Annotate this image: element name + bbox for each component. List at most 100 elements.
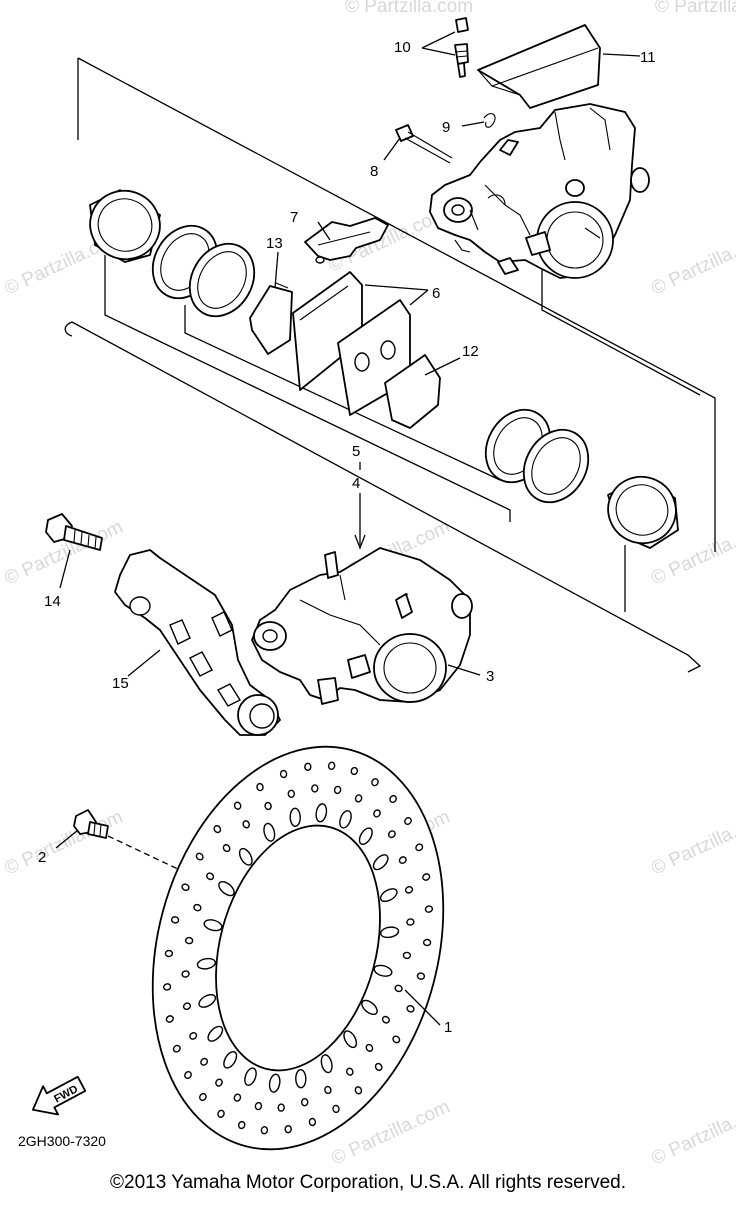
disc-hole bbox=[172, 1044, 181, 1053]
callout-11: 11 bbox=[640, 49, 656, 66]
disc-hole bbox=[332, 1104, 340, 1114]
callout-15: 15 bbox=[112, 675, 129, 692]
disc-hole bbox=[181, 970, 190, 978]
disc-hole bbox=[217, 1109, 225, 1118]
callout-5: 5 bbox=[352, 443, 360, 460]
disc-hole bbox=[343, 1030, 358, 1049]
disc-hole bbox=[350, 766, 359, 776]
disc-hole bbox=[422, 873, 431, 881]
disc-hole bbox=[254, 1101, 263, 1111]
disc-hole bbox=[268, 1073, 281, 1093]
disc-hole bbox=[193, 903, 202, 912]
caliper-bracket bbox=[114, 549, 281, 736]
disc-hole bbox=[333, 785, 342, 795]
callout-2: 2 bbox=[38, 849, 46, 866]
copyright-notice: ©2013 Yamaha Motor Corporation, U.S.A. A… bbox=[110, 1172, 626, 1193]
disc-hole bbox=[256, 782, 264, 792]
disc-hole bbox=[233, 801, 242, 810]
disc-hole bbox=[339, 809, 352, 829]
assembly-frame bbox=[64, 57, 716, 673]
leader-lines bbox=[55, 31, 641, 1026]
disc-hole bbox=[373, 809, 381, 818]
disc-hole bbox=[406, 1004, 415, 1013]
callout-9: 9 bbox=[442, 119, 450, 136]
disc-hole bbox=[381, 1015, 390, 1024]
disc-hole bbox=[182, 1002, 192, 1011]
disc-hole bbox=[279, 769, 288, 779]
pad-shim-right bbox=[384, 354, 441, 429]
disc-hole bbox=[295, 1069, 307, 1089]
watermark: © Partzilla.com bbox=[648, 226, 736, 299]
disc-hole bbox=[189, 1031, 198, 1040]
pad-cover bbox=[477, 24, 601, 109]
watermark: © Partzilla.com bbox=[648, 1096, 736, 1169]
disc-hole bbox=[289, 807, 301, 827]
disc-hole bbox=[233, 1093, 242, 1102]
watermark: © Partzilla.com bbox=[1, 806, 126, 879]
disc-hole bbox=[311, 784, 319, 793]
disc-hole bbox=[203, 919, 223, 932]
disc-hole bbox=[372, 854, 389, 871]
disc-hole bbox=[304, 762, 312, 771]
disc-hole bbox=[215, 1078, 223, 1087]
disc-hole bbox=[184, 936, 194, 945]
callout-3: 3 bbox=[486, 668, 494, 685]
bracket-bolt bbox=[45, 513, 103, 551]
callout-14: 14 bbox=[44, 593, 61, 610]
disc-hole bbox=[365, 1043, 374, 1052]
disc-hole bbox=[320, 1054, 333, 1074]
disc-hole bbox=[354, 794, 363, 803]
disc-hole bbox=[207, 1025, 224, 1042]
piston-left bbox=[89, 189, 161, 263]
disc-hole bbox=[402, 951, 412, 960]
disc-hole bbox=[263, 822, 276, 842]
disc-hole bbox=[181, 883, 190, 892]
disc-hole bbox=[170, 916, 180, 924]
disc-hole bbox=[264, 801, 272, 811]
callout-7: 7 bbox=[290, 209, 298, 226]
disc-hole bbox=[238, 847, 253, 866]
disc-hole bbox=[379, 888, 398, 903]
pad-pin bbox=[395, 124, 453, 164]
disc-hole bbox=[195, 852, 204, 861]
disc-hole bbox=[284, 1125, 292, 1134]
callout-13: 13 bbox=[266, 235, 283, 252]
disc-hole bbox=[260, 1126, 269, 1135]
disc-hole bbox=[346, 1067, 354, 1076]
watermark: © Partzilla.com bbox=[655, 0, 736, 17]
disc-hole bbox=[218, 880, 235, 897]
disc-hole bbox=[374, 1062, 383, 1071]
disc-hole bbox=[354, 1086, 363, 1095]
disc-hole bbox=[358, 827, 373, 846]
fwd-label: FWD bbox=[52, 1083, 80, 1105]
pad-shim-left bbox=[249, 282, 293, 355]
disc-hole bbox=[379, 926, 400, 939]
disc-hole bbox=[165, 1015, 174, 1023]
seal-right-b bbox=[522, 428, 590, 504]
watermark: © Partzilla.com bbox=[648, 806, 736, 879]
disc-hole bbox=[315, 803, 328, 823]
disc-bolt bbox=[73, 809, 109, 839]
disc-hole bbox=[392, 1035, 401, 1044]
brake-disc bbox=[151, 745, 445, 1151]
caliper-body-upper bbox=[429, 103, 650, 279]
disc-hole bbox=[237, 1120, 246, 1130]
disc-hole bbox=[200, 1057, 209, 1066]
callout-8: 8 bbox=[370, 163, 378, 180]
disc-hole bbox=[164, 949, 174, 958]
callouts: 10 11 9 8 7 13 6 12 5 4 14 3 15 2 1 bbox=[38, 39, 656, 1036]
diagram-code: 2GH300-7320 bbox=[18, 1133, 106, 1149]
disc-hole bbox=[389, 794, 397, 804]
disc-hole bbox=[184, 1071, 192, 1079]
pad-pin-clip bbox=[483, 113, 496, 128]
disc-hole bbox=[416, 972, 426, 980]
disc-hole bbox=[406, 918, 415, 926]
disc-hole bbox=[244, 1067, 257, 1087]
piston-right bbox=[607, 475, 679, 549]
disc-hole bbox=[277, 1103, 285, 1112]
disc-hole bbox=[196, 957, 217, 970]
disc-hole bbox=[222, 844, 231, 853]
disc-hole bbox=[415, 843, 424, 852]
